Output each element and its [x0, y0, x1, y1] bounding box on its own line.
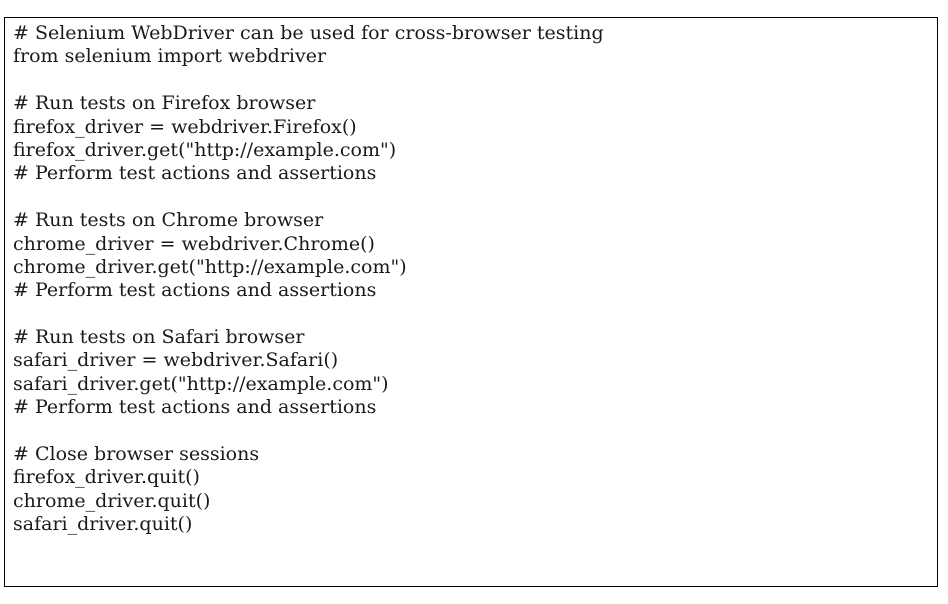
code-line-safari-driver: safari_driver = webdriver.Safari(): [13, 349, 339, 372]
code-line-chrome-driver: chrome_driver = webdriver.Chrome(): [13, 232, 375, 255]
code-line-comment-chrome: # Run tests on Chrome browser: [13, 209, 324, 232]
code-line-chrome-get: chrome_driver.get("http://example.com"): [13, 255, 407, 278]
code-line-chrome-quit: chrome_driver.quit(): [13, 489, 211, 512]
code-line-firefox-get: firefox_driver.get("http://example.com"): [13, 138, 397, 161]
code-block: # Selenium WebDriver can be used for cro…: [4, 17, 938, 587]
code-line-firefox-quit: firefox_driver.quit(): [13, 466, 200, 489]
code-line-blank: [13, 69, 937, 92]
code-line-comment-actions: # Perform test actions and assertions: [13, 279, 377, 302]
code-line-comment-close: # Close browser sessions: [13, 443, 260, 466]
code-line-blank: [13, 420, 937, 443]
code-line-import: from selenium import webdriver: [13, 45, 327, 68]
code-line-comment-safari: # Run tests on Safari browser: [13, 326, 305, 349]
code-line-comment-actions: # Perform test actions and assertions: [13, 396, 377, 419]
code-line-blank: [13, 186, 937, 209]
code-line-comment-actions: # Perform test actions and assertions: [13, 162, 377, 185]
code-line-blank: [13, 303, 937, 326]
code-line-safari-quit: safari_driver.quit(): [13, 513, 193, 536]
code-line-firefox-driver: firefox_driver = webdriver.Firefox(): [13, 115, 357, 138]
code-line-comment-intro: # Selenium WebDriver can be used for cro…: [13, 22, 604, 44]
code-line-safari-get: safari_driver.get("http://example.com"): [13, 372, 389, 395]
code-line-comment-firefox: # Run tests on Firefox browser: [13, 92, 316, 115]
